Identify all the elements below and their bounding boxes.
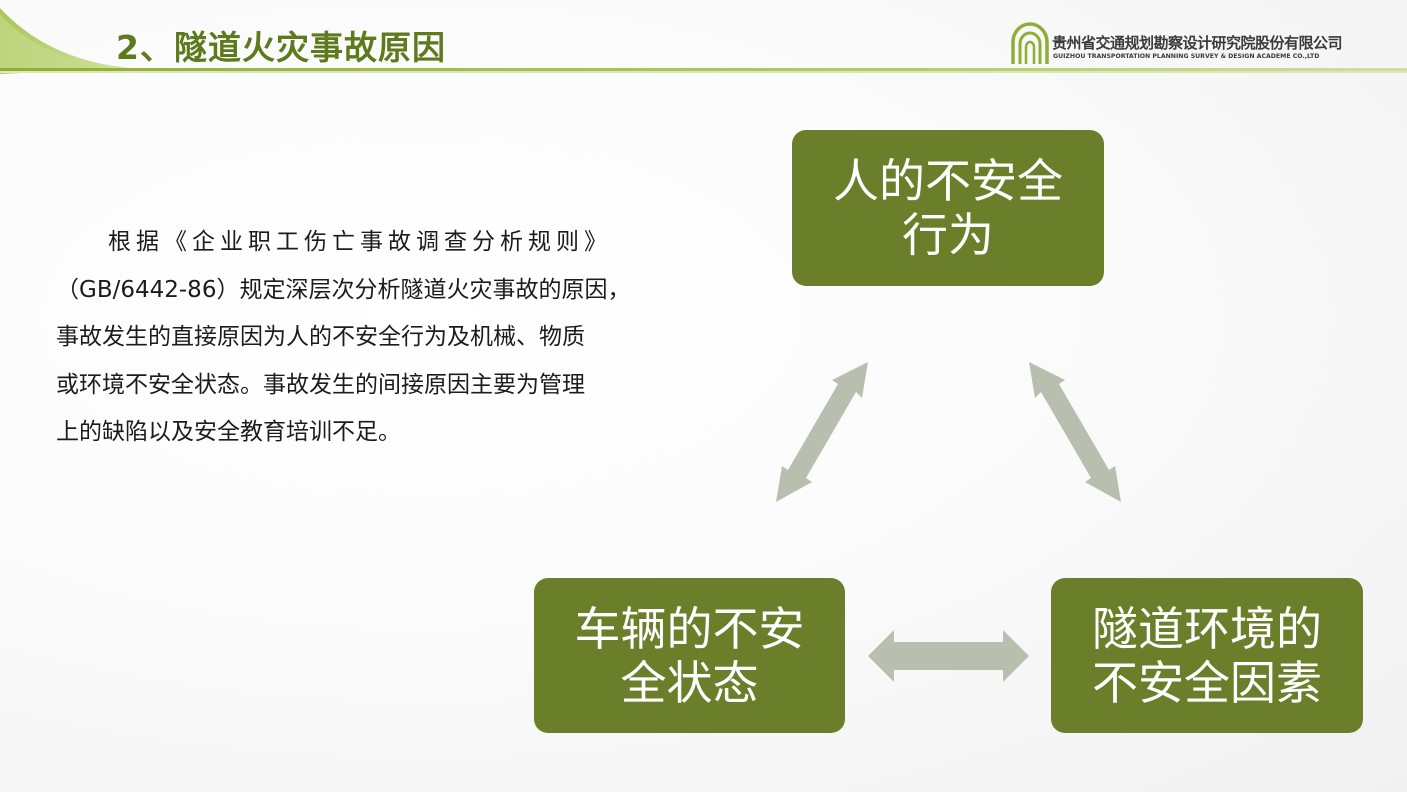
arrow-vehicle-environment <box>868 630 1029 682</box>
logo-arch-icon <box>1011 22 1049 64</box>
body-line: 或环境不安全状态。事故发生的间接原因主要为管理 <box>56 371 585 398</box>
body-line: 上的缺陷以及安全教育培训不足。 <box>56 419 401 445</box>
logo-company-name: 贵州省交通规划勘察设计研究院股份有限公司 <box>1052 34 1343 52</box>
logo-company-name-en: GUIZHOU TRANSPORTATION PLANNING SURVEY &… <box>1053 53 1320 60</box>
node-label: 隧道环境的 <box>1092 601 1322 656</box>
header-decoration <box>0 8 1407 74</box>
arrow-human-vehicle <box>776 362 868 502</box>
node-label: 车辆的不安 <box>574 601 805 656</box>
company-logo: 贵州省交通规划勘察设计研究院股份有限公司 GUIZHOU TRANSPORTAT… <box>1010 20 1343 66</box>
node-label: 行为 <box>902 208 994 262</box>
body-line: 根据《企业职工伤亡事故调查分析规则》 <box>108 229 612 255</box>
slide-title: 2、隧道火灾事故原因 <box>116 28 446 67</box>
body-line: 事故发生的直接原因为人的不安全行为及机械、物质 <box>56 324 585 350</box>
body-line: （GB/6442-86）规定深层次分析隧道火灾事故的原因， <box>56 276 631 303</box>
body-paragraph: 根据《企业职工伤亡事故调查分析规则》 （GB/6442-86）规定深层次分析隧道… <box>56 219 696 457</box>
node-label: 不安全因素 <box>1092 655 1322 710</box>
node-tunnel-environment-unsafe-factors: 隧道环境的 不安全因素 <box>1051 578 1363 733</box>
node-human-unsafe-behavior: 人的不安全 行为 <box>792 130 1104 286</box>
node-vehicle-unsafe-state: 车辆的不安 全状态 <box>534 578 845 733</box>
arrow-human-environment <box>1029 362 1121 502</box>
node-label: 全状态 <box>620 655 759 710</box>
node-label: 人的不安全 <box>833 154 1063 208</box>
